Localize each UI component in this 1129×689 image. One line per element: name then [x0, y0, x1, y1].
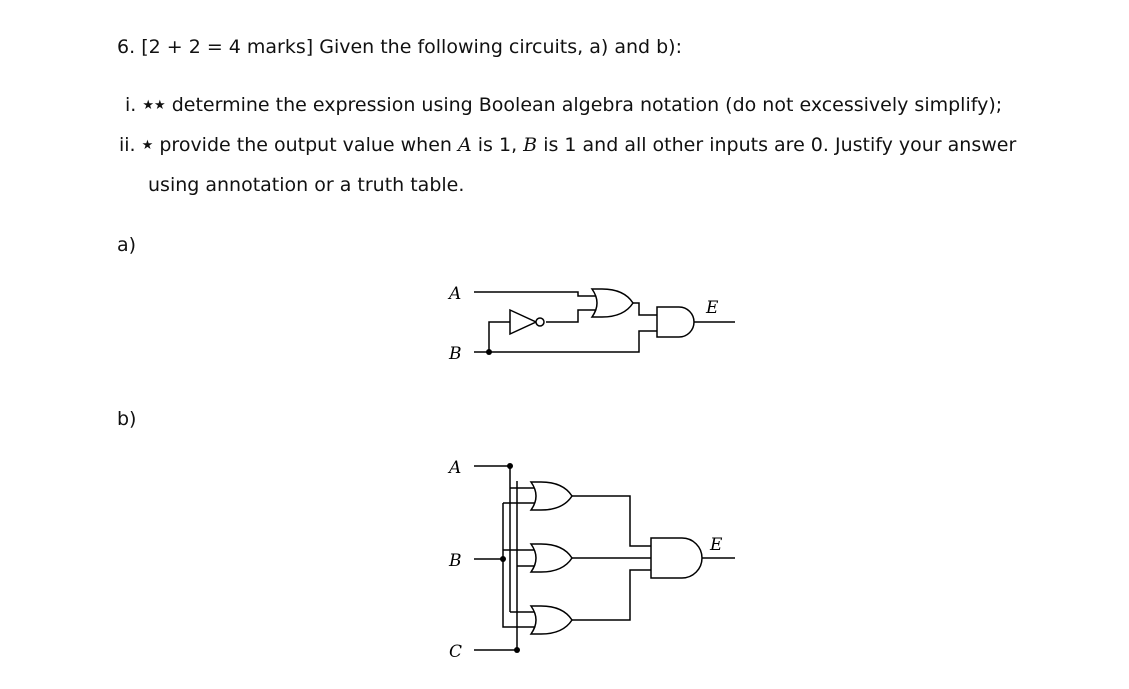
circuit-a-wire-b [474, 330, 657, 353]
question-header: 6. [2 + 2 = 4 marks] Given the following… [117, 36, 682, 58]
var-b: B [523, 134, 538, 156]
circuit-b-and-gate [650, 537, 703, 579]
circuit-a-wire-a [474, 291, 596, 297]
circuit-b-label: b) [117, 408, 137, 430]
part-ii-text-2: is 1, [477, 134, 518, 156]
circuit-b-or-gate-3 [529, 605, 573, 635]
circuit-b-or-gate-2 [529, 543, 573, 573]
circuit-b-or-gate-1 [529, 481, 573, 511]
circuit-a-label: a) [117, 234, 137, 256]
circuit-b-input-a: A [447, 458, 461, 478]
part-ii-marker: ii. [119, 134, 136, 156]
circuit-a-and-gate [656, 306, 695, 338]
question-number: 6. [117, 36, 136, 58]
question-title: [2 + 2 = 4 marks] Given the following ci… [141, 36, 682, 58]
circuit-a-not-bubble [535, 317, 545, 327]
circuit-a-wire-or-and [633, 302, 657, 316]
part-i-marker: i. [125, 94, 137, 116]
part-i: i. ★★ determine the expression using Boo… [125, 94, 1002, 116]
circuit-a-input-b: B [448, 344, 462, 364]
part-i-text: determine the expression using Boolean a… [171, 94, 1003, 116]
circuit-a-input-a: A [447, 284, 461, 304]
part-ii-text-3: is 1 and all other inputs are 0. Justify… [543, 134, 1017, 156]
circuit-a-wire-not-or [546, 309, 596, 323]
part-ii-continuation: using annotation or a truth table. [148, 174, 465, 196]
part-ii: ii. ★ provide the output value when A is… [119, 134, 1016, 156]
difficulty-star-icon: ★ [141, 138, 154, 153]
circuit-a-or-gate [590, 288, 634, 318]
circuit-a-junction [486, 349, 492, 355]
circuit-b-or3-out [572, 569, 651, 621]
part-ii-text-1: provide the output value when [159, 134, 452, 156]
circuit-a-not-gate [509, 308, 538, 336]
circuit-b-input-c: C [449, 642, 462, 662]
difficulty-stars-icon: ★★ [142, 98, 166, 113]
circuit-a-output: E [705, 298, 719, 318]
var-a: A [457, 134, 472, 156]
circuit-b-input-b: B [448, 551, 462, 571]
circuit-a-wire-b-branch [488, 321, 510, 352]
circuit-b-or1-out [572, 495, 651, 547]
circuit-b-output: E [709, 535, 723, 555]
circuit-b-or3-in2 [502, 621, 535, 628]
